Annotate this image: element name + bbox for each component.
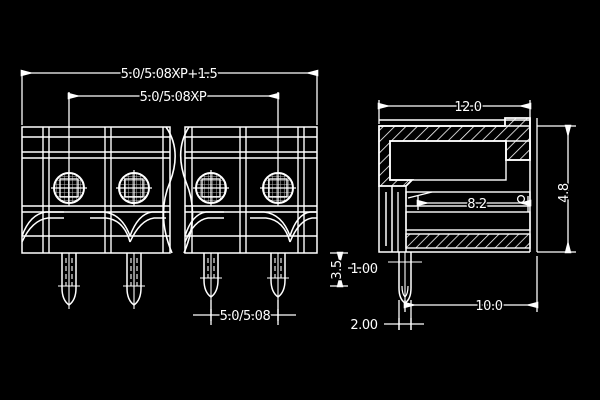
top-cover-rails — [22, 136, 317, 159]
body-height-label: 4.8 — [557, 183, 572, 203]
body-depth-dimension: 12.0 — [377, 99, 532, 124]
front-view-dimensions: 5.0/5.08XP+1.5 5.0/5.08XP 5.0/5.08 — [20, 66, 319, 326]
pin-span-label: 10.0 — [475, 299, 502, 314]
body-height-dimension: 4.8 — [537, 124, 576, 254]
middle-dimensions: 3.5 1.00 — [329, 251, 380, 288]
pin-thickness-label: 2.00 — [350, 318, 377, 333]
body-depth-label: 12.0 — [454, 100, 481, 115]
pin-offset-label: 1.00 — [350, 262, 377, 277]
body-outline-right — [184, 126, 318, 254]
inner-depth-label: 8.2 — [467, 197, 486, 212]
pin-pitch-dimension: 5.0/5.08 — [193, 300, 296, 326]
pin-length-label: 3.5 — [330, 260, 345, 280]
side-section-view — [378, 117, 538, 308]
screw-terminal-3 — [193, 170, 229, 206]
left-wall-section — [378, 186, 530, 253]
pin-span-dimension: 10.0 — [403, 256, 539, 316]
cavity-leader-1 — [407, 191, 433, 199]
section-leader — [392, 179, 414, 187]
pin-1 — [58, 253, 80, 309]
pin-thickness-dimension: 2.00 — [349, 300, 424, 335]
pin-pitch-label: 5.0/5.08 — [220, 309, 271, 324]
overall-width-dimension: 5.0/5.08XP+1.5 — [20, 66, 319, 125]
pitch-total-label: 5.0/5.08XP — [140, 90, 207, 105]
screw-terminal-2 — [116, 170, 152, 206]
screw-terminal-group — [51, 170, 296, 206]
body-outline-left — [21, 126, 171, 254]
pin-length-dimension: 3.5 — [329, 251, 348, 288]
pin-offset-dimension: 1.00 — [348, 261, 380, 279]
side-view-dimensions: 12.0 4.8 8.2 10.0 — [349, 99, 576, 335]
bottom-skirt-arcs — [21, 211, 317, 243]
break-line — [162, 126, 194, 254]
pole-partitions — [42, 127, 305, 253]
inner-depth-dimension: 8.2 — [416, 196, 532, 214]
pitch-total-dimension: 5.0/5.08XP — [67, 89, 280, 172]
screw-terminal-1 — [51, 170, 87, 206]
screw-terminal-4 — [260, 170, 296, 206]
overall-width-label: 5.0/5.08XP+1.5 — [121, 67, 218, 82]
pin-2 — [123, 253, 145, 309]
